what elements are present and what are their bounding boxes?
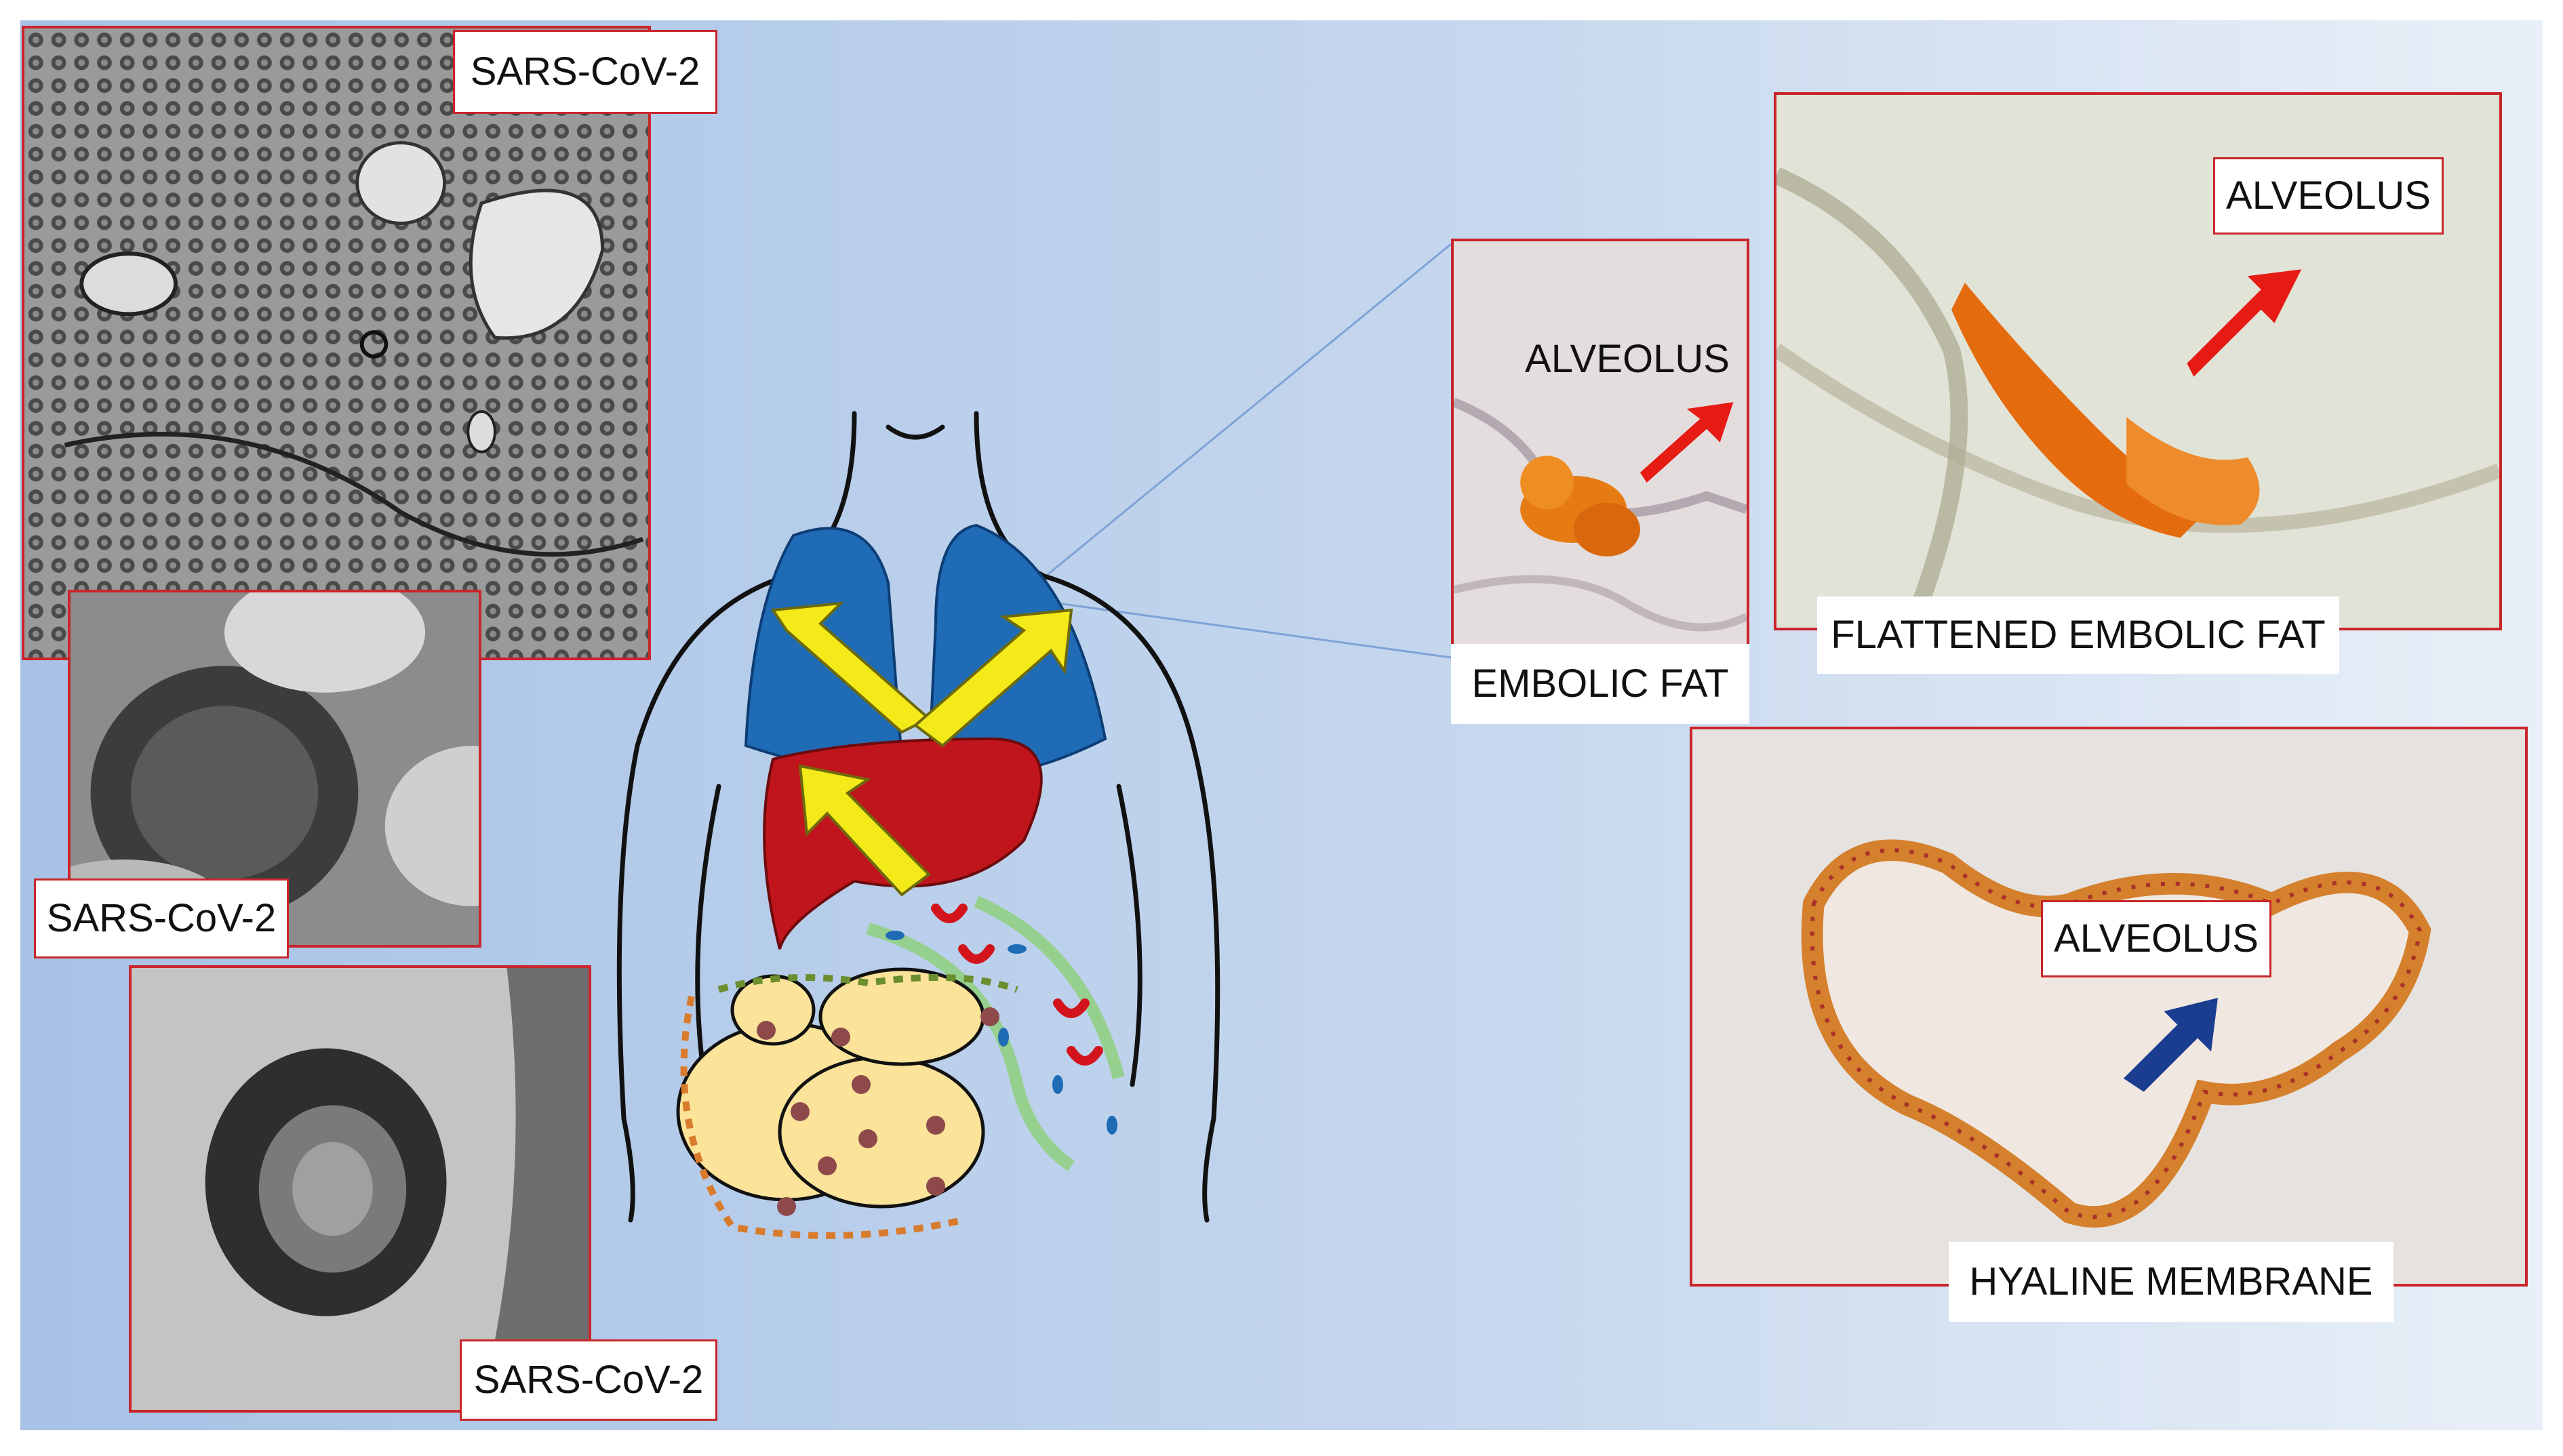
hyaline-membrane-panel (1690, 727, 2528, 1287)
hyaline-membrane-label: HYALINE MEMBRANE (1949, 1242, 2393, 1322)
em-panel-top (22, 26, 651, 660)
arrow-to-liver (798, 764, 932, 897)
alveolus-label-small: ALVEOLUS (1525, 337, 1730, 381)
em-label-top: SARS-CoV-2 (453, 30, 717, 114)
embolic-fat-arrow (1640, 402, 1734, 483)
vessels (866, 895, 1125, 1171)
embolic-fat-panel (1451, 239, 1749, 720)
alveolus-label-large: ALVEOLUS (2213, 157, 2444, 235)
torso-diagram (616, 411, 1220, 1239)
arrow-to-right-lung (913, 608, 1073, 748)
hyaline-membrane-arrow (2123, 998, 2218, 1092)
yellow-arrows (770, 601, 1073, 897)
em-panel-bottom (129, 965, 591, 1413)
alveolus-label-bottom: ALVEOLUS (2041, 900, 2271, 977)
connector-line-bottom (1057, 602, 1452, 659)
adipose-tissue (676, 967, 1018, 1239)
connector-line-top (1037, 243, 1452, 584)
em-label-middle: SARS-CoV-2 (34, 878, 289, 958)
flattened-embolic-fat-label: FLATTENED EMBOLIC FAT (1817, 596, 2339, 674)
em-label-bottom: SARS-CoV-2 (460, 1339, 717, 1421)
embolic-fat-label: EMBOLIC FAT (1451, 644, 1749, 724)
flattened-fat-arrow (2187, 269, 2302, 377)
